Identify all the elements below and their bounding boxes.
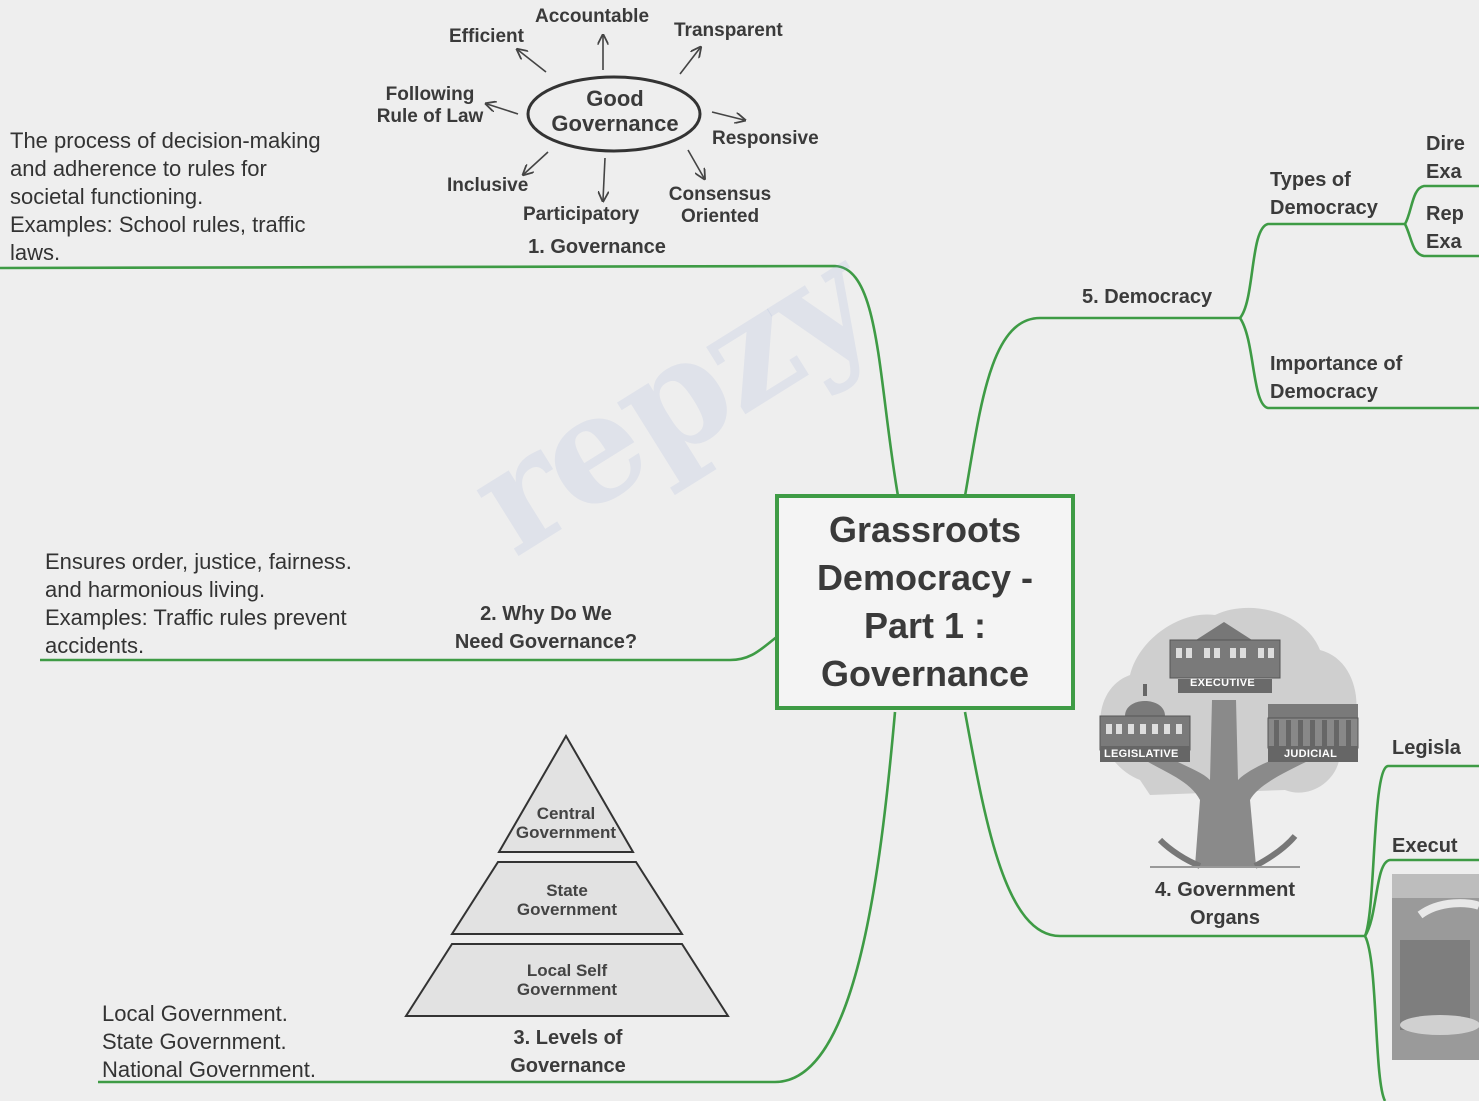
arrow-participatory	[603, 157, 605, 200]
central-topic[interactable]: Grassroots Democracy - Part 1 : Governan…	[775, 494, 1075, 710]
levels-description: Local Government. State Government. Nati…	[102, 1001, 316, 1082]
trait-responsive: Responsive	[712, 128, 819, 149]
good-governance-ellipse	[526, 75, 702, 153]
pyramid-tier-central	[497, 734, 635, 853]
branch-organs	[963, 711, 1365, 938]
central-title: Grassroots Democracy - Part 1 : Governan…	[816, 509, 1034, 694]
tree-trunk-icon	[1145, 700, 1310, 866]
branch-levels	[98, 711, 897, 1084]
pyramid-label-central: Central Government	[515, 804, 617, 842]
arrow-responsive	[711, 111, 744, 120]
why-description: Ensures order, justice, fairness. and ha…	[45, 549, 352, 658]
branch-type-rep	[1403, 223, 1479, 258]
branch-judiciary	[1363, 935, 1387, 1101]
trait-efficient: Efficient	[449, 26, 524, 47]
governance-arrows	[487, 36, 744, 200]
why-title[interactable]: 2. Why Do We Need Governance?	[454, 603, 638, 653]
pyramid-tier-local	[404, 943, 730, 1017]
branch-executive	[1363, 858, 1479, 937]
democracy-type-direct[interactable]: Dire Exa	[1426, 133, 1465, 183]
organs-title[interactable]: 4. Government Organs	[1154, 879, 1296, 929]
arrow-rule-of-law	[487, 104, 519, 115]
trait-accountable: Accountable	[535, 6, 650, 27]
arrow-consensus	[687, 149, 704, 178]
democracy-title[interactable]: 5. Democracy	[1082, 286, 1213, 308]
government-organs-illustration	[1099, 607, 1359, 869]
executive-building-label: EXECUTIVE	[1190, 677, 1256, 689]
democracy-type-representative[interactable]: Rep Exa	[1426, 203, 1464, 253]
arrow-transparent	[679, 48, 700, 75]
importance-of-democracy[interactable]: Importance of Democracy	[1270, 353, 1403, 403]
judicial-building-icon	[1267, 704, 1359, 762]
trait-transparent: Transparent	[674, 20, 783, 41]
branch-type-direct	[1403, 184, 1479, 225]
trait-inclusive: Inclusive	[447, 175, 529, 196]
branch-why	[40, 634, 779, 662]
governance-description: The process of decision-making and adher…	[10, 128, 321, 265]
branch-democracy	[963, 316, 1240, 497]
judicial-building-label: JUDICIAL	[1284, 748, 1338, 760]
governance-title[interactable]: 1. Governance	[528, 236, 666, 258]
organ-branch-legislature[interactable]: Legisla	[1392, 737, 1461, 759]
trait-consensus-oriented: Consensus Oriented	[668, 184, 772, 227]
branch-legislature	[1363, 764, 1479, 937]
legislative-building-icon	[1099, 684, 1191, 762]
arrow-efficient	[518, 50, 547, 73]
types-of-democracy[interactable]: Types of Democracy	[1270, 169, 1378, 219]
branch-importance	[1238, 317, 1479, 410]
levels-title[interactable]: 3. Levels of Governance	[510, 1027, 626, 1077]
branch-types	[1238, 222, 1405, 319]
arrow-inclusive	[524, 151, 549, 174]
pyramid-label-state: State Government	[516, 881, 618, 919]
branch-lines	[0, 184, 1479, 1101]
pyramid-label-local: Local Self Government	[516, 961, 618, 999]
legislative-building-label: LEGISLATIVE	[1104, 748, 1179, 760]
good-governance-label: Good Governance	[551, 86, 679, 136]
organ-branch-executive[interactable]: Execut	[1392, 835, 1458, 857]
pyramid-tier-state	[450, 861, 684, 935]
judiciary-image	[1392, 874, 1479, 1060]
trait-participatory: Participatory	[523, 204, 640, 225]
branch-governance	[0, 264, 900, 497]
governance-pyramid	[404, 734, 730, 1017]
trait-rule-of-law: Following Rule of Law	[376, 84, 484, 127]
executive-building-icon	[1169, 622, 1281, 693]
